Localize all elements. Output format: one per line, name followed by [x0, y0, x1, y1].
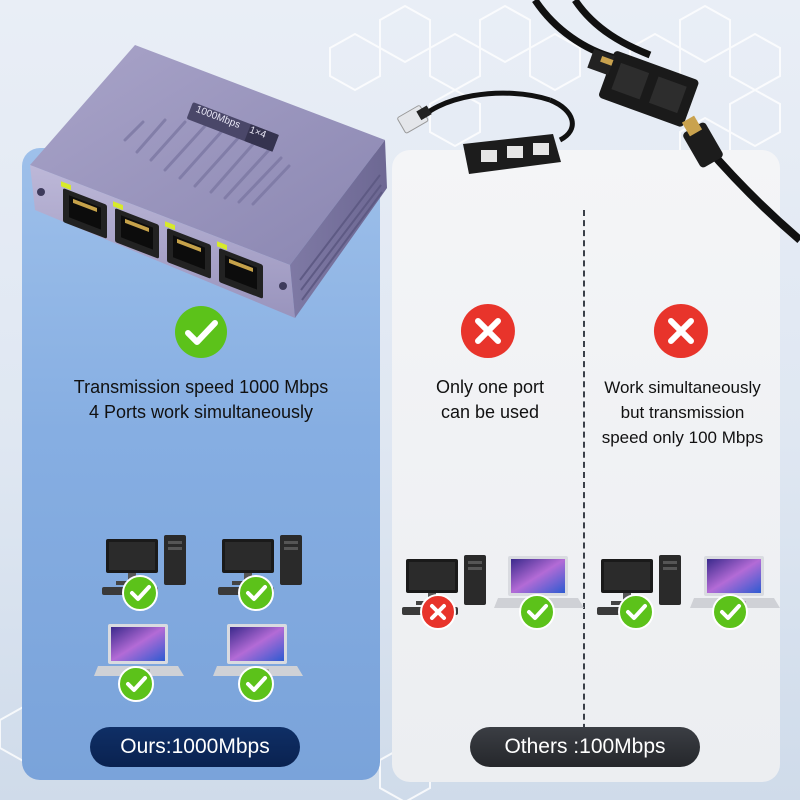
others-option-b-line1: Work simultaneously	[604, 378, 761, 397]
others-option-b-caption: Work simultaneously but transmission spe…	[590, 375, 775, 450]
others-option-b-line2: but transmission	[620, 403, 745, 422]
cross-icon	[460, 304, 515, 358]
others-option-a-caption: Only one port can be used	[405, 375, 575, 425]
check-icon	[118, 666, 154, 702]
cross-icon	[653, 304, 708, 358]
ours-caption-line2: 4 Ports work simultaneously	[88, 402, 314, 422]
cable-splitter-image	[397, 0, 800, 244]
others-option-a-line1: Only one port	[435, 377, 545, 397]
ours-caption-line1: Transmission speed 1000 Mbps	[73, 377, 329, 397]
check-icon	[519, 594, 555, 630]
others-option-a-line2: can be used	[440, 402, 540, 422]
cross-icon	[420, 594, 456, 630]
check-icon	[712, 594, 748, 630]
check-icon	[238, 666, 274, 702]
others-badge: Others :100Mbps	[470, 727, 700, 767]
others-divider	[583, 210, 585, 750]
check-icon	[238, 575, 274, 611]
check-icon	[618, 594, 654, 630]
others-option-b-line3: speed only 100 Mbps	[601, 428, 764, 447]
ours-badge: Ours:1000Mbps	[90, 727, 300, 767]
network-switch-image	[30, 45, 387, 318]
others-panel	[392, 150, 780, 782]
check-icon	[175, 306, 227, 358]
ours-caption: Transmission speed 1000 Mbps 4 Ports wor…	[40, 375, 362, 425]
check-icon	[122, 575, 158, 611]
